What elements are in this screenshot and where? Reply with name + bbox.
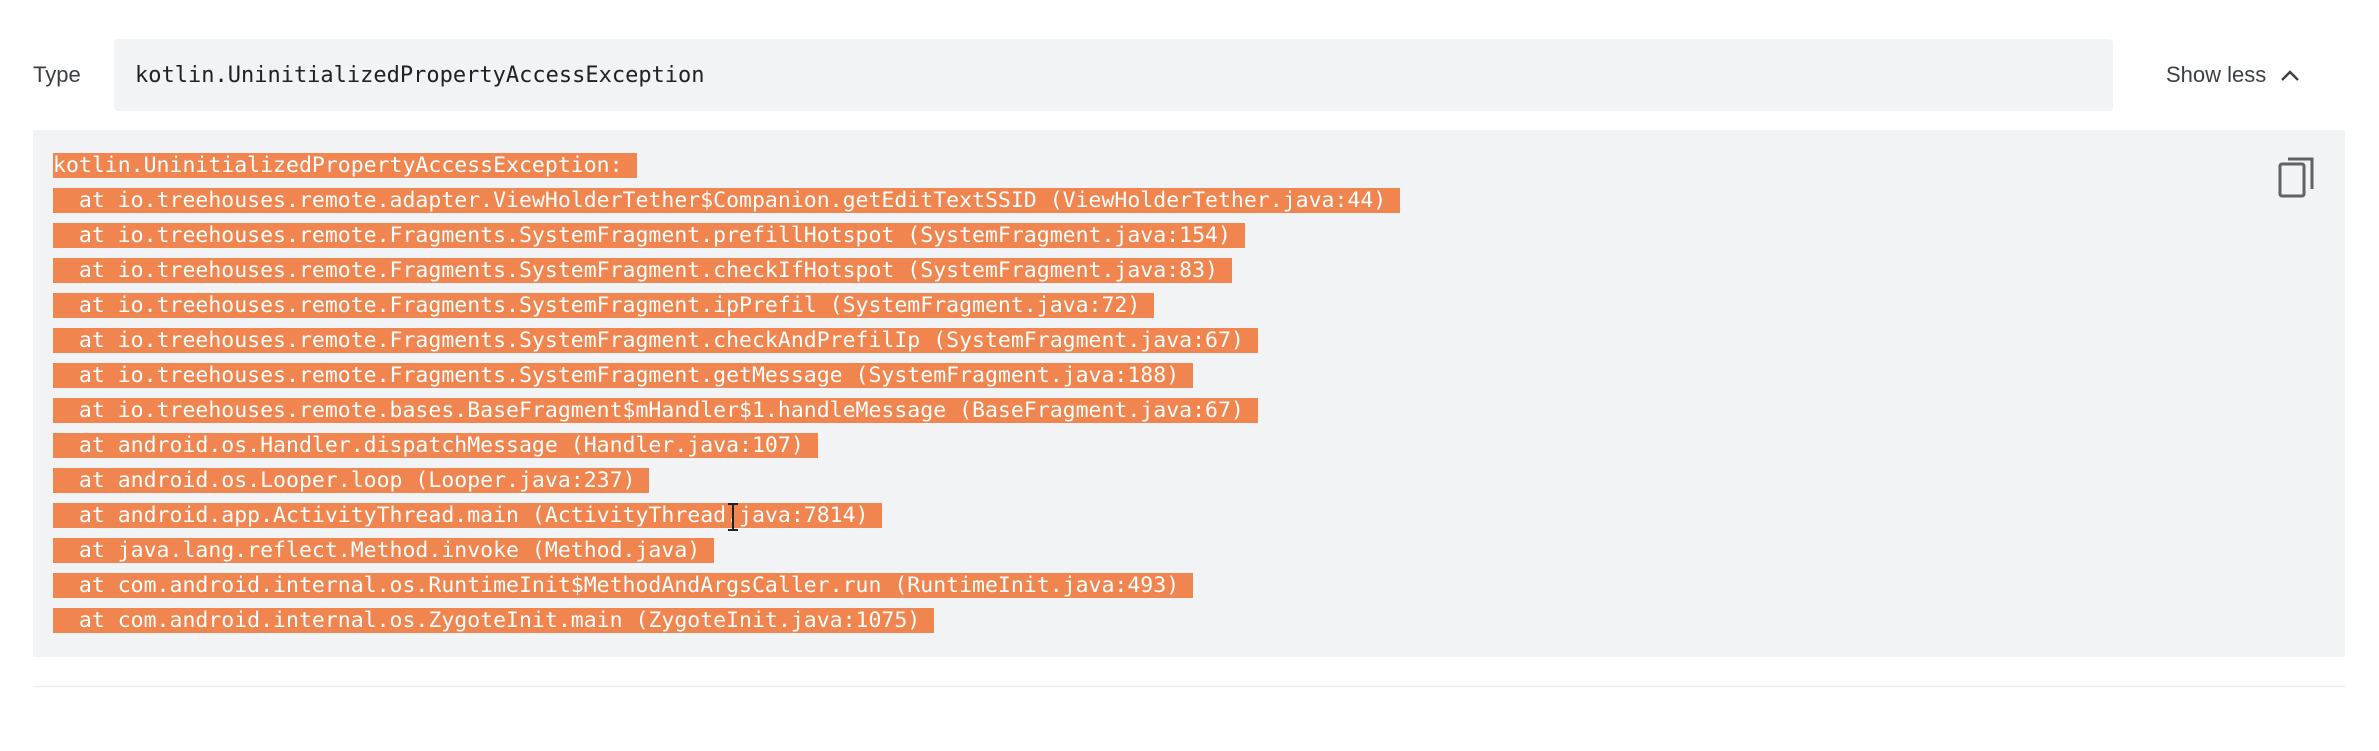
stack-frame-line: at android.app.ActivityThread.main (Acti… — [53, 498, 1400, 533]
type-value-field: kotlin.UninitializedPropertyAccessExcept… — [114, 39, 2113, 111]
stack-frame-line: at io.treehouses.remote.Fragments.System… — [53, 288, 1400, 323]
exception-type[interactable]: kotlin.UninitializedPropertyAccessExcept… — [135, 62, 705, 88]
stack-trace-header[interactable]: kotlin.UninitializedPropertyAccessExcept… — [53, 153, 637, 178]
stack-trace-panel: kotlin.UninitializedPropertyAccessExcept… — [33, 130, 2345, 657]
stack-frame[interactable]: at io.treehouses.remote.Fragments.System… — [53, 363, 1194, 388]
divider — [33, 686, 2345, 687]
stack-frame-line: at io.treehouses.remote.bases.BaseFragme… — [53, 393, 1400, 428]
stack-frame[interactable]: at android.os.Handler.dispatchMessage (H… — [53, 433, 818, 458]
stack-frame-line: at android.os.Handler.dispatchMessage (H… — [53, 428, 1400, 463]
stack-frame[interactable]: at com.android.internal.os.RuntimeInit$M… — [53, 573, 1194, 598]
stack-frame[interactable]: at android.os.Looper.loop (Looper.java:2… — [53, 468, 650, 493]
stack-frame[interactable]: at io.treehouses.remote.Fragments.System… — [53, 258, 1232, 283]
stack-frame[interactable]: at io.treehouses.remote.Fragments.System… — [53, 293, 1155, 318]
show-less-label: Show less — [2166, 62, 2267, 87]
stack-frame[interactable]: at io.treehouses.remote.bases.BaseFragme… — [53, 398, 1258, 423]
stack-trace[interactable]: kotlin.UninitializedPropertyAccessExcept… — [53, 148, 1401, 638]
stack-frame-line: at java.lang.reflect.Method.invoke (Meth… — [53, 533, 1400, 568]
stack-frame[interactable]: at io.treehouses.remote.Fragments.System… — [53, 328, 1258, 353]
stack-frame[interactable]: at java.lang.reflect.Method.invoke (Meth… — [53, 538, 715, 563]
stack-frame-line: at io.treehouses.remote.Fragments.System… — [53, 218, 1400, 253]
stack-frame-line: at io.treehouses.remote.adapter.ViewHold… — [53, 183, 1401, 218]
type-label: Type — [33, 62, 81, 87]
stack-frame-line: at io.treehouses.remote.Fragments.System… — [53, 253, 1400, 288]
stack-frame-line: at com.android.internal.os.ZygoteInit.ma… — [53, 603, 1400, 638]
stack-frame[interactable]: at io.treehouses.remote.adapter.ViewHold… — [53, 188, 1401, 213]
stack-frame[interactable]: at io.treehouses.remote.Fragments.System… — [53, 223, 1245, 248]
stack-frame-line: at io.treehouses.remote.Fragments.System… — [53, 358, 1400, 393]
chevron-up-icon — [2281, 70, 2300, 81]
show-less-button[interactable]: Show less — [2166, 58, 2300, 92]
stack-frame[interactable]: at com.android.internal.os.ZygoteInit.ma… — [53, 608, 935, 633]
copy-icon[interactable] — [2277, 156, 2317, 200]
stack-frame-line: at com.android.internal.os.RuntimeInit$M… — [53, 568, 1400, 603]
stack-frame[interactable]: at android.app.ActivityThread.main (Acti… — [53, 503, 883, 528]
stack-frame-line: at android.os.Looper.loop (Looper.java:2… — [53, 463, 1400, 498]
stack-trace-header-line: kotlin.UninitializedPropertyAccessExcept… — [53, 148, 1400, 183]
stack-frame-line: at io.treehouses.remote.Fragments.System… — [53, 323, 1400, 358]
